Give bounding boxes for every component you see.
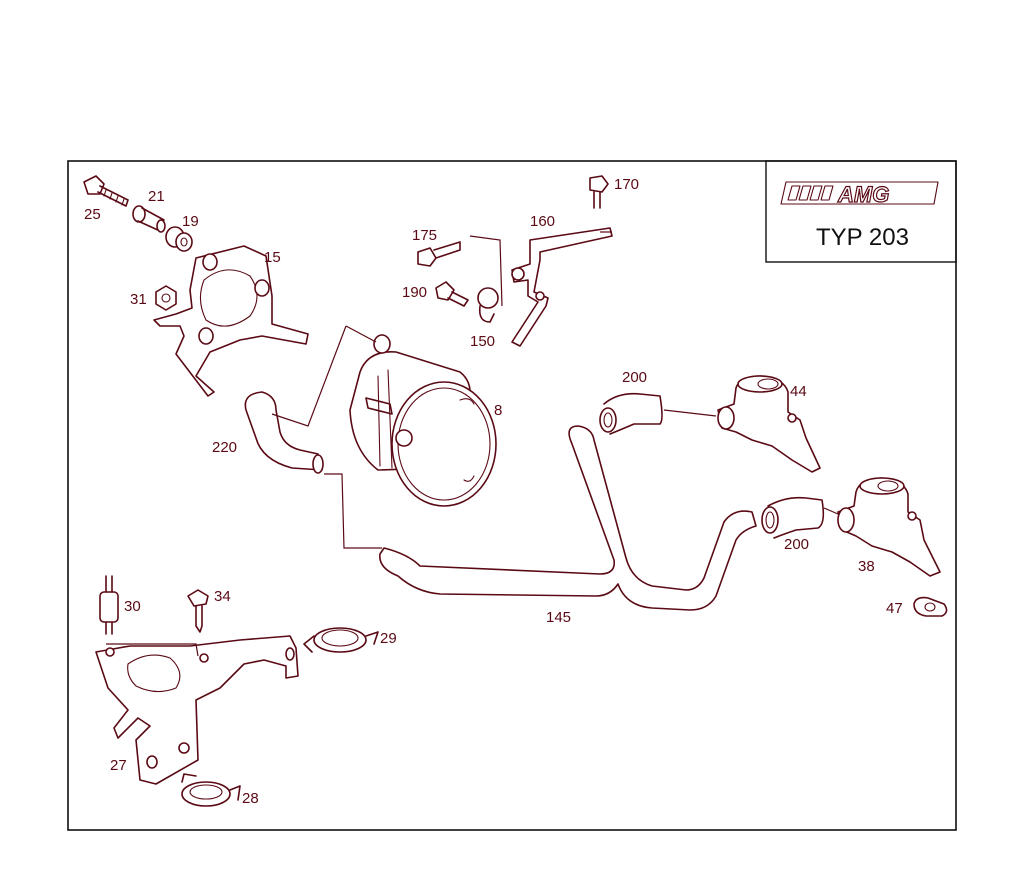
callout-29: 29	[380, 630, 397, 647]
part-200-upper-hose	[599, 392, 663, 435]
part-15-bracket	[153, 245, 309, 397]
part-47-gasket	[913, 596, 948, 617]
callout-30: 30	[124, 598, 141, 615]
callout-200-upper: 200	[622, 369, 647, 386]
part-34-screw	[187, 589, 209, 633]
callout-21: 21	[148, 188, 165, 205]
title-box: AMG TYP 203	[765, 160, 957, 263]
part-175-bolt	[417, 241, 461, 267]
callout-150: 150	[470, 333, 495, 350]
part-145-hose	[379, 425, 757, 611]
part-25-bolt	[83, 175, 129, 207]
part-19-grommet	[165, 226, 193, 252]
part-160-bracket	[511, 227, 613, 347]
part-38-valve	[837, 477, 941, 577]
callout-27: 27	[110, 757, 127, 774]
callout-190: 190	[402, 284, 427, 301]
diagram-frame	[67, 160, 957, 831]
callout-145: 145	[546, 609, 571, 626]
amg-logo-text: AMG	[837, 182, 889, 207]
amg-logo: AMG	[780, 181, 939, 208]
part-8-air-pump	[349, 334, 497, 507]
part-29-clamp	[303, 627, 379, 653]
callout-labels: 25 21 19 15 31 175 160 170 190 150 8 220…	[84, 176, 903, 807]
part-31-nut	[155, 285, 177, 311]
callout-34: 34	[214, 588, 231, 605]
part-21-spacer	[132, 205, 166, 233]
callout-28: 28	[242, 790, 259, 807]
part-150-clip	[477, 287, 499, 323]
part-30-stud	[99, 575, 119, 635]
callout-170: 170	[614, 176, 639, 193]
callout-25: 25	[84, 206, 101, 223]
callout-160: 160	[530, 213, 555, 230]
part-28-clamp	[181, 773, 241, 807]
part-220-hose	[244, 391, 324, 474]
callout-47: 47	[886, 600, 903, 617]
callout-38: 38	[858, 558, 875, 575]
callout-44: 44	[790, 383, 807, 400]
callout-19: 19	[182, 213, 199, 230]
callout-220: 220	[212, 439, 237, 456]
callout-200-lower: 200	[784, 536, 809, 553]
callout-31: 31	[130, 291, 147, 308]
part-44-valve	[717, 375, 821, 473]
leader-lines	[106, 231, 839, 657]
part-200-lower-hose	[761, 496, 825, 539]
part-190-bolt	[435, 281, 469, 307]
model-type-label: TYP 203	[816, 224, 909, 251]
part-170-bolt	[589, 175, 609, 209]
part-27-bracket	[95, 635, 299, 785]
callout-15: 15	[264, 249, 281, 266]
callout-8: 8	[494, 402, 502, 419]
callout-175: 175	[412, 227, 437, 244]
